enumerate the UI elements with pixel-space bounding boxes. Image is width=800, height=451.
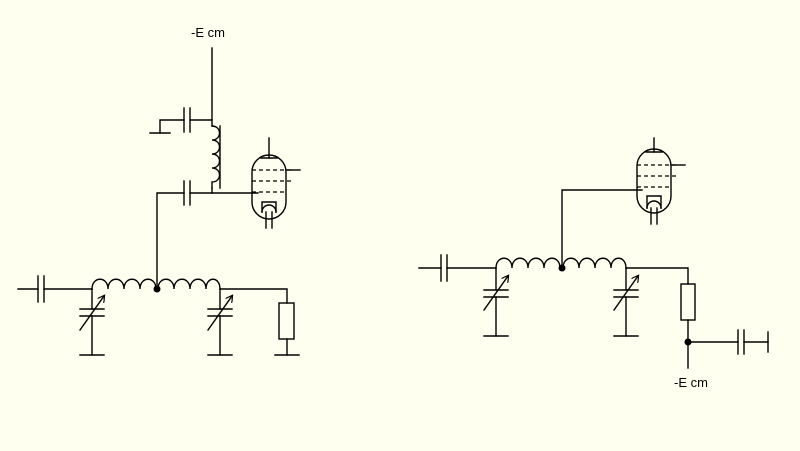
right-coil-2	[562, 257, 627, 269]
right-supply-label: -E cm	[674, 375, 708, 390]
left-pentode-tube-icon	[251, 137, 301, 229]
left-variable-capacitor-2	[207, 288, 232, 356]
left-junction-dot	[153, 285, 161, 293]
left-supply-label: -E cm	[191, 25, 225, 40]
left-input-capacitor	[17, 275, 93, 303]
left-circuit: -E cm	[17, 25, 301, 356]
left-coupling-capacitor	[156, 180, 259, 289]
right-coil-1	[495, 257, 561, 269]
right-output-wire	[625, 267, 689, 285]
left-choke-coil	[211, 125, 221, 189]
right-pentode-tube-icon	[636, 137, 686, 225]
right-variable-capacitor-2	[613, 267, 638, 337]
right-circuit: -E cm	[418, 137, 769, 390]
right-bypass-capacitor	[687, 329, 769, 355]
left-load-resistor	[274, 302, 300, 356]
left-variable-capacitor-1	[79, 288, 104, 356]
left-load-wire	[219, 288, 288, 304]
right-grid-wire	[561, 189, 643, 269]
left-bypass-capacitor	[149, 107, 213, 134]
right-variable-capacitor-1	[483, 267, 508, 337]
left-coil-2	[157, 278, 221, 290]
left-coil-1	[91, 278, 157, 290]
right-input-capacitor	[418, 254, 497, 282]
right-load-resistor	[680, 283, 696, 369]
